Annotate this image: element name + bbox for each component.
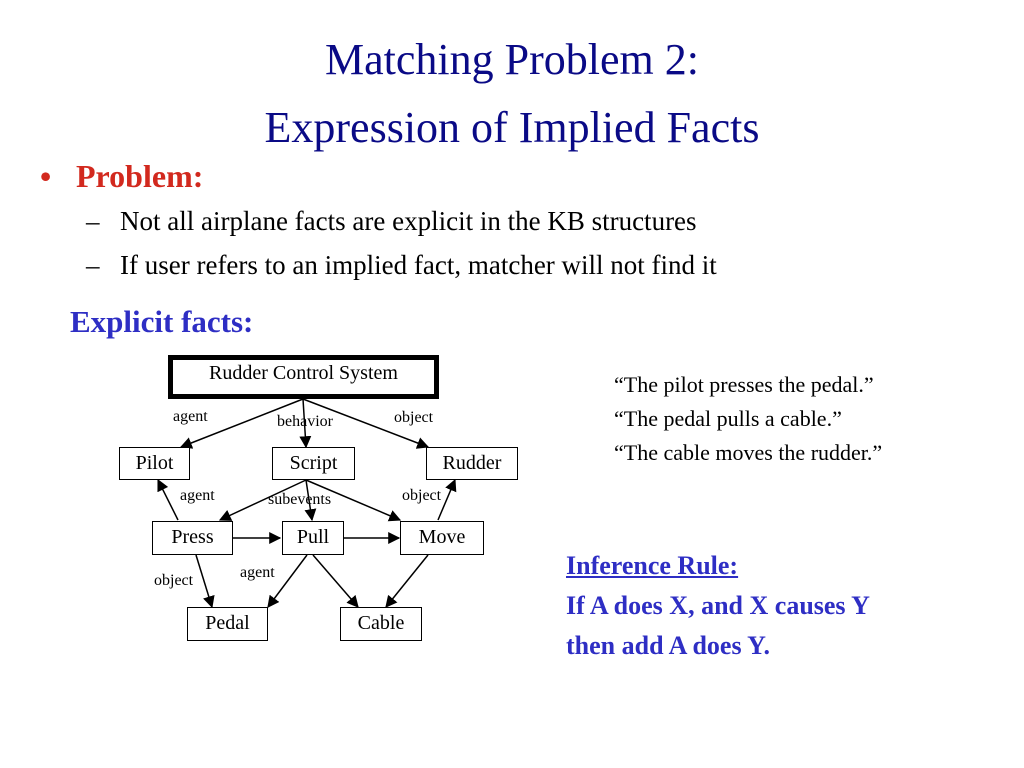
edge-root-rudder <box>302 398 430 449</box>
edge-root-pilot <box>179 398 304 449</box>
quoted-sentences: “The pilot presses the pedal.” “The peda… <box>614 368 882 470</box>
sub-item-text: If user refers to an implied fact, match… <box>120 250 717 280</box>
sub-item: –If user refers to an implied fact, matc… <box>86 250 717 281</box>
bullet-marker: • <box>40 158 52 194</box>
node-move: Move <box>400 521 484 555</box>
node-rudder-control-system: Rudder Control System <box>168 355 439 399</box>
inference-rule-heading: Inference Rule: <box>566 551 739 580</box>
edge-label-object: object <box>394 409 434 426</box>
quote-line: “The pilot presses the pedal.” <box>614 372 874 397</box>
explicit-facts-heading: Explicit facts: <box>70 304 254 339</box>
edge-label-subevents: subevents <box>268 491 332 508</box>
node-cable: Cable <box>340 607 422 641</box>
sub-item-text: Not all airplane facts are explicit in t… <box>120 206 697 236</box>
edge-move-cable <box>385 554 429 608</box>
edge-press-pilot <box>157 478 179 521</box>
problem-bullet: • Problem: <box>40 158 203 195</box>
edge-script-press <box>218 479 307 521</box>
quote-line: “The pedal pulls a cable.” <box>614 406 842 431</box>
edge-label-agent: agent <box>173 408 208 425</box>
edge-label-agent: agent <box>240 564 275 581</box>
edge-move-rudder <box>437 478 457 521</box>
problem-label: Problem: <box>76 158 204 194</box>
slide-title-line-1: Matching Problem 2: <box>325 35 699 84</box>
dash-marker: – <box>86 206 100 236</box>
edge-script-move <box>305 479 402 522</box>
dash-marker: – <box>86 250 100 280</box>
edge-pull-pedal <box>267 554 308 608</box>
edge-script-pull <box>304 479 317 522</box>
inference-rule: Inference Rule: If A does X, and X cause… <box>566 546 870 666</box>
edge-pull-cable <box>312 554 359 608</box>
node-rudder: Rudder <box>426 447 518 480</box>
inference-rule-line: then add A does Y. <box>566 631 770 660</box>
quote-line: “The cable moves the rudder.” <box>614 440 883 465</box>
edge-root-script <box>299 398 312 449</box>
node-pilot: Pilot <box>119 447 190 480</box>
edge-press-pedal <box>195 554 215 609</box>
edge-label-behavior: behavior <box>277 413 333 430</box>
inference-rule-line: If A does X, and X causes Y <box>566 591 870 620</box>
node-script: Script <box>272 447 355 480</box>
sub-item: –Not all airplane facts are explicit in … <box>86 206 697 237</box>
edge-label-object: object <box>402 487 442 504</box>
node-pedal: Pedal <box>187 607 268 641</box>
edge-label-object: object <box>154 572 194 589</box>
slide-title-line-2: Expression of Implied Facts <box>264 103 760 152</box>
node-pull: Pull <box>282 521 344 555</box>
edge-label-agent: agent <box>180 487 215 504</box>
node-press: Press <box>152 521 233 555</box>
